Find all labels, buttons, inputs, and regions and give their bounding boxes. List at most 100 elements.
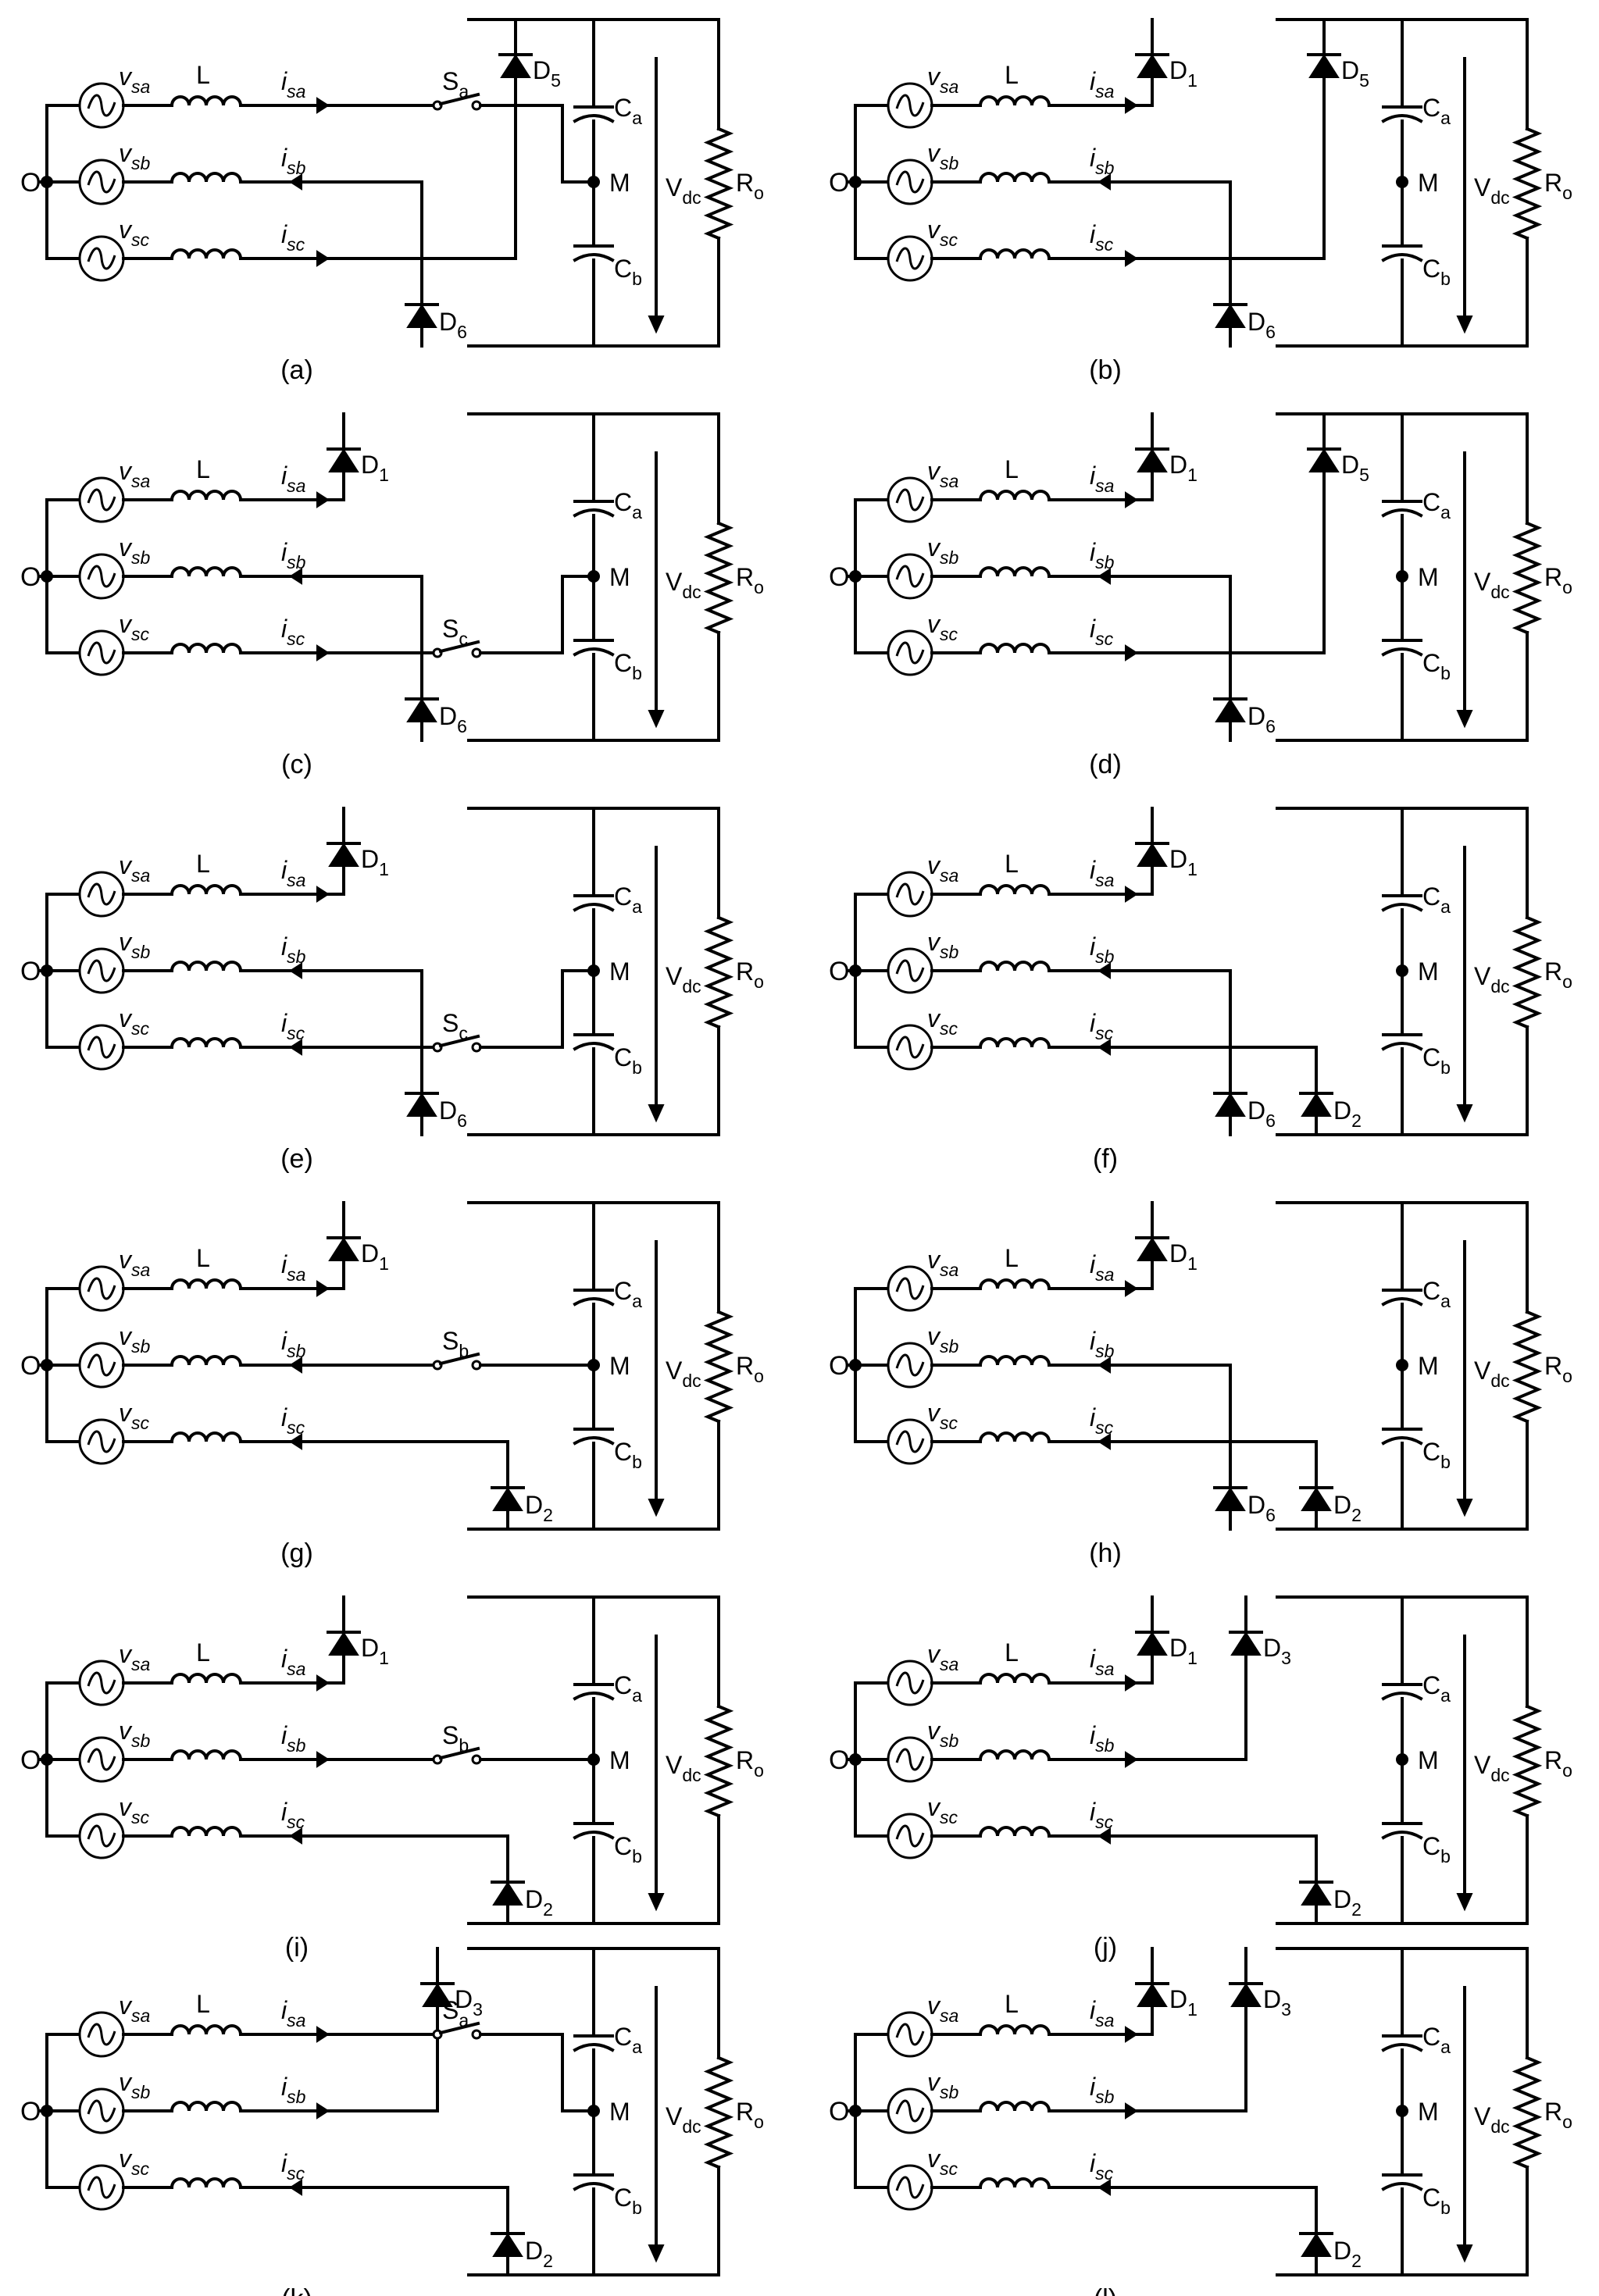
- panel-caption: (e): [280, 1144, 313, 1174]
- diode-d2: [1299, 1092, 1333, 1117]
- ac-source-icon: [78, 2087, 125, 2134]
- inductor: [170, 490, 243, 502]
- sine-icon: [895, 1277, 925, 1300]
- wire: [1049, 77, 1326, 260]
- diode-d2: [1299, 1881, 1333, 1906]
- capacitor-plate-curved: [573, 1042, 615, 1051]
- load-resistor: [703, 915, 734, 1029]
- load-label: Ro: [1544, 563, 1572, 597]
- wire: [1049, 575, 1232, 701]
- diode-d3: [1229, 1982, 1263, 2007]
- load-label: Ro: [1544, 1746, 1572, 1781]
- diode-d1: [1135, 1982, 1169, 2007]
- diode-d6-label: D6: [1247, 1096, 1276, 1131]
- source-label: vsb: [927, 928, 959, 962]
- source-label: vsc: [119, 1399, 150, 1433]
- sine-icon: [87, 2023, 116, 2046]
- vdc-label: Vdc: [1474, 568, 1510, 602]
- wire: [1049, 180, 1232, 306]
- source-label: vsc: [927, 1793, 958, 1827]
- capacitor-b-label: Cb: [1422, 255, 1451, 289]
- vdc-arrow-head: [648, 1104, 665, 1123]
- wire: [241, 77, 517, 260]
- sine-icon: [87, 488, 116, 512]
- sine-icon: [895, 488, 925, 512]
- diode-d6-label: D6: [439, 308, 467, 342]
- current-label: isa: [281, 856, 306, 890]
- capacitor-a-label: Ca: [614, 94, 642, 128]
- inductor: [170, 2101, 243, 2113]
- panel-caption: (f): [1093, 1144, 1118, 1174]
- ac-source-icon: [78, 629, 125, 676]
- diode-d6: [1213, 1092, 1247, 1117]
- capacitor-plate-curved: [1381, 114, 1423, 123]
- inductor: [978, 566, 1051, 579]
- capacitor-b: [573, 244, 615, 262]
- diode-d5: [1307, 447, 1341, 472]
- diode-d1-label: D1: [361, 1634, 389, 1668]
- sine-icon: [87, 1353, 116, 1377]
- ac-source-icon: [78, 871, 125, 918]
- sine-icon: [87, 247, 116, 270]
- current-arrow: [289, 1039, 302, 1056]
- inductor-label: L: [1005, 1990, 1019, 2018]
- diode-triangle: [1301, 2233, 1332, 2257]
- current-label: isc: [1090, 1798, 1114, 1832]
- capacitor-a: [1381, 894, 1423, 912]
- current-arrow: [1098, 173, 1111, 191]
- switch-to-midpoint-wire: [479, 104, 595, 184]
- diode-d6: [1213, 303, 1247, 328]
- diode-d3-label: D3: [1263, 1985, 1291, 2020]
- current-arrow: [1125, 2102, 1138, 2120]
- capacitor-plate-curved: [573, 114, 615, 123]
- ac-source-icon: [887, 947, 933, 994]
- current-label: isa: [281, 1996, 306, 2030]
- capacitor-plate-curved: [1381, 2182, 1423, 2191]
- source-label: vsc: [927, 1004, 958, 1039]
- capacitor-plate-curved: [1381, 508, 1423, 518]
- inductor: [170, 1826, 243, 1838]
- inductor: [978, 1431, 1051, 1444]
- ac-source-icon: [887, 1418, 933, 1465]
- capacitor-a: [573, 105, 615, 123]
- current-label: isc: [281, 220, 305, 255]
- current-arrow: [1125, 1751, 1138, 1768]
- source-label: vsb: [927, 1717, 959, 1751]
- switch-blade: [438, 1034, 480, 1048]
- load-label: Ro: [736, 563, 764, 597]
- panel-caption: (l): [1094, 2284, 1117, 2296]
- source-label: vsc: [119, 216, 150, 250]
- vdc-label: Vdc: [666, 2102, 701, 2137]
- sine-icon: [895, 565, 925, 588]
- ac-source-icon: [887, 1024, 933, 1071]
- current-label: isb: [281, 932, 306, 967]
- current-label: isb: [1090, 2073, 1115, 2107]
- current-arrow: [289, 962, 302, 979]
- capacitor-plate-curved: [573, 253, 615, 262]
- capacitor-b: [1381, 1428, 1423, 1446]
- current-arrow: [316, 886, 330, 903]
- node-m-label: M: [609, 957, 630, 986]
- switch-label: Sb: [442, 1721, 469, 1756]
- source-label: vsa: [927, 851, 959, 886]
- capacitor-a-label: Ca: [1422, 1277, 1451, 1311]
- vdc-arrow-head: [1456, 710, 1473, 729]
- ac-source-icon: [887, 1265, 933, 1312]
- vdc-label: Vdc: [1474, 962, 1510, 996]
- capacitor-plate-curved: [1381, 1042, 1423, 1051]
- diode-d2-label: D2: [1333, 1491, 1362, 1525]
- diode-d2: [1299, 1486, 1333, 1511]
- wire: [1049, 969, 1232, 1095]
- load-resistor: [703, 1704, 734, 1818]
- diode-d1-label: D1: [1169, 451, 1197, 485]
- capacitor-a-label: Ca: [614, 1277, 642, 1311]
- diode-d6-label: D6: [439, 1096, 467, 1131]
- sine-icon: [87, 882, 116, 906]
- capacitor-a-label: Ca: [614, 2023, 642, 2057]
- inductor-label: L: [196, 61, 210, 89]
- diode-triangle: [1215, 1093, 1246, 1117]
- ac-source-icon: [887, 82, 933, 129]
- capacitor-b-label: Cb: [1422, 1832, 1451, 1866]
